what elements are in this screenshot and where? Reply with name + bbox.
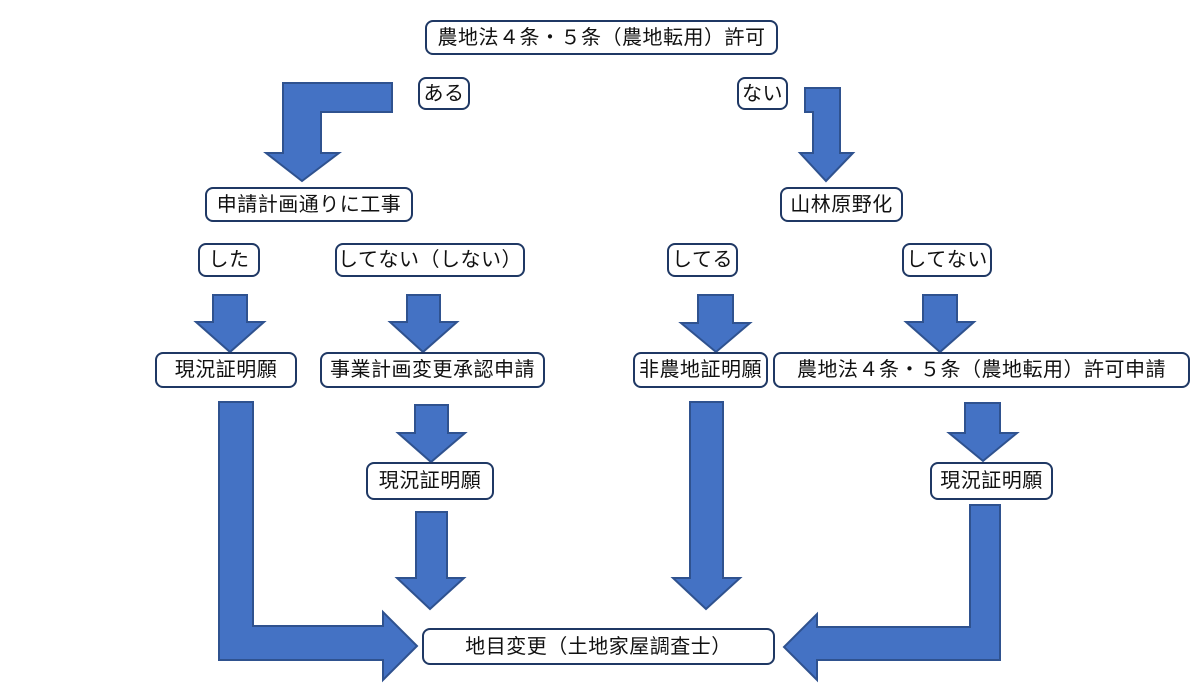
node-non-farmland-cert: 非農地証明願	[633, 352, 768, 388]
down-arrow-non-farmland-cert-icon	[670, 401, 743, 611]
down-arrow-done-icon	[193, 294, 267, 354]
down-arrow-not-done-icon	[387, 294, 460, 354]
node-land-category-change: 地目変更（土地家屋調査士）	[422, 628, 775, 665]
node-not-doing: してない	[902, 243, 992, 277]
down-arrow-not-doing-icon	[903, 294, 977, 354]
node-farmland-act-permit: 農地法４条・５条（農地転用）許可	[425, 20, 778, 55]
elbow-arrow-permit-none-icon	[797, 87, 856, 183]
down-arrow-permit-application-icon	[946, 402, 1020, 463]
node-construction-as-planned: 申請計画通りに工事	[205, 187, 413, 222]
node-doing: してる	[667, 243, 738, 277]
elbow-arrow-status-cert-right-icon	[782, 504, 1001, 683]
elbow-arrow-permit-exists-icon	[263, 82, 393, 183]
node-status-cert-mid: 現況証明願	[366, 462, 494, 500]
node-forest-reversion: 山林原野化	[780, 187, 903, 222]
node-permit-exists: ある	[418, 77, 470, 110]
elbow-arrow-status-cert-left-icon	[218, 401, 419, 683]
node-status-cert-left: 現況証明願	[155, 352, 297, 388]
node-permit-none: ない	[737, 77, 788, 110]
node-status-cert-right: 現況証明願	[930, 462, 1053, 500]
node-done: した	[198, 243, 260, 277]
down-arrow-status-cert-mid-icon	[394, 511, 467, 611]
node-not-done: してない（しない）	[335, 243, 525, 277]
node-plan-change-application: 事業計画変更承認申請	[320, 352, 545, 388]
down-arrow-plan-change-icon	[395, 404, 468, 464]
node-permit-application: 農地法４条・５条（農地転用）許可申請	[773, 352, 1190, 388]
down-arrow-doing-icon	[678, 294, 753, 354]
